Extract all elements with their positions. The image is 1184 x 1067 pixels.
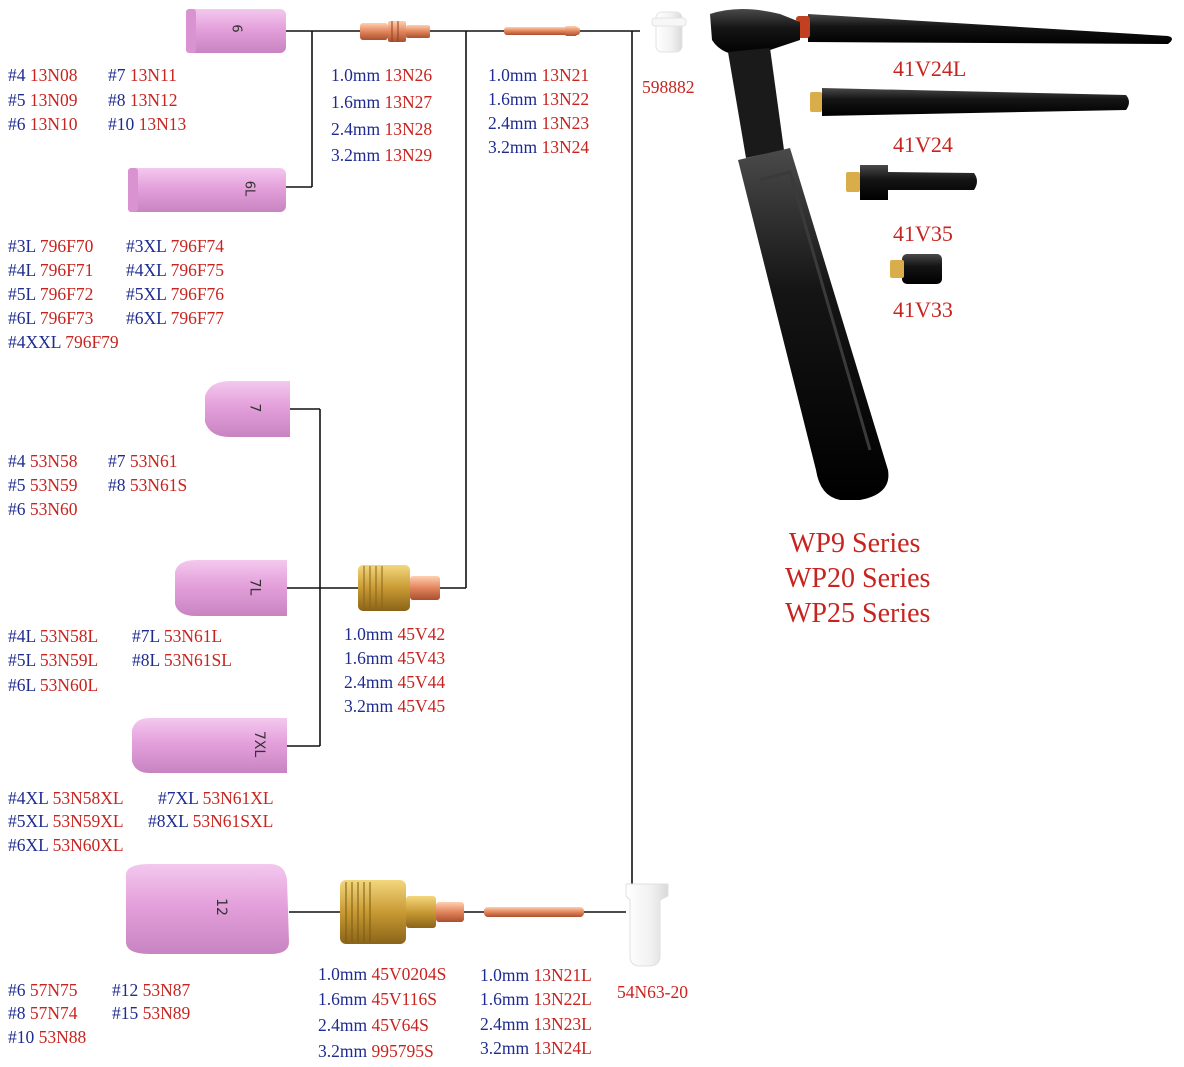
list-item: 1.6mm 13N22 xyxy=(488,89,590,109)
list-item: 1.0mm 45V42 xyxy=(344,624,446,644)
list-item: #6XL 53N60XL xyxy=(8,835,124,855)
nozzle-7L xyxy=(175,560,287,616)
list-item: #8 13N12 xyxy=(108,90,178,110)
list-item: #5L 796F72 xyxy=(8,284,94,304)
list-item: #7 53N61 xyxy=(108,451,178,471)
list-item: 3.2mm 13N24L xyxy=(480,1038,592,1058)
list-item: #3XL 796F74 xyxy=(126,236,225,256)
list-item: #3L 796F70 xyxy=(8,236,94,256)
list-item: #10 53N88 xyxy=(8,1027,87,1047)
list-item: #5 53N59 xyxy=(8,475,78,495)
list-item: 1.0mm 13N26 xyxy=(331,65,433,85)
list-item: 3.2mm 995795S xyxy=(318,1041,434,1061)
list-item: #6 57N75 xyxy=(8,980,78,1000)
nozzle-12 xyxy=(126,864,289,954)
list-item: #4XL 796F75 xyxy=(126,260,225,280)
list-item: 2.4mm 13N23L xyxy=(480,1014,592,1034)
collet-body-small xyxy=(360,21,430,42)
back-cap-41V24 xyxy=(810,88,1129,116)
nozzle-mark-7L: 7L xyxy=(246,578,263,596)
back-cap-41V33-label: 41V33 xyxy=(893,297,953,322)
list-item: 1.0mm 45V0204S xyxy=(318,964,447,984)
back-cap-41V24-label: 41V24 xyxy=(893,132,953,157)
collet-long xyxy=(484,907,584,917)
nozzle-7XL xyxy=(132,718,287,773)
list-item: #8L 53N61SL xyxy=(132,650,232,670)
nozzle-mark-7: 7 xyxy=(246,403,263,413)
insulator-small-code: 598882 xyxy=(642,77,695,97)
list-item: #8XL 53N61SXL xyxy=(148,811,274,831)
list-item: #6 13N10 xyxy=(8,114,78,134)
list-item: #5L 53N59L xyxy=(8,650,99,670)
list-item: 3.2mm 13N29 xyxy=(331,145,433,165)
list-item: #5 13N09 xyxy=(8,90,78,110)
nozzle-mark-6L: 6L xyxy=(241,180,257,197)
back-cap-41V35-label: 41V35 xyxy=(893,221,953,246)
list-item: 1.6mm 45V43 xyxy=(344,648,446,668)
list-item: #4L 53N58L xyxy=(8,626,99,646)
list-item: #7L 53N61L xyxy=(132,626,223,646)
insulator-small xyxy=(651,11,687,53)
list-item: #10 13N13 xyxy=(108,114,187,134)
list-item: #4XL 53N58XL xyxy=(8,788,124,808)
nozzle-mark-12: 12 xyxy=(212,898,229,916)
list-item: #4 13N08 xyxy=(8,65,78,85)
list-item: #7 13N11 xyxy=(108,65,177,85)
back-cap-41V33 xyxy=(890,254,942,284)
list-item: 1.6mm 45V116S xyxy=(318,989,437,1009)
back-cap-41V35 xyxy=(846,165,977,200)
insulator-large-code: 54N63-20 xyxy=(617,982,688,1002)
list-item: #12 53N87 xyxy=(112,980,191,1000)
series-title-wp9: WP9 Series xyxy=(789,528,921,559)
list-item: #6L 53N60L xyxy=(8,675,99,695)
list-item: #5XL 796F76 xyxy=(126,284,225,304)
list-item: #4 53N58 xyxy=(8,451,78,471)
nozzle-6 xyxy=(186,9,286,53)
list-item: #6L 796F73 xyxy=(8,308,94,328)
collet-small xyxy=(504,26,580,36)
list-item: #8 57N74 xyxy=(8,1003,78,1023)
list-item: 1.6mm 13N27 xyxy=(331,92,433,112)
list-item: #7XL 53N61XL xyxy=(158,788,274,808)
nozzle-mark-6: 6 xyxy=(228,24,244,33)
nozzle-6L xyxy=(128,168,286,212)
list-item: #15 53N89 xyxy=(112,1003,191,1023)
back-cap-41V24L-label: 41V24L xyxy=(893,56,967,81)
list-item: #6 53N60 xyxy=(8,499,78,519)
insulator-large xyxy=(625,883,669,967)
list-item: 2.4mm 13N23 xyxy=(488,113,590,133)
list-item: 3.2mm 45V45 xyxy=(344,696,446,716)
torch-body xyxy=(710,9,1172,500)
list-item: #4XXL 796F79 xyxy=(8,332,119,352)
gas-lens-body xyxy=(358,565,440,611)
list-item: 2.4mm 45V64S xyxy=(318,1015,429,1035)
list-item: #6XL 796F77 xyxy=(126,308,225,328)
list-item: 1.0mm 13N21L xyxy=(480,965,592,985)
connector-lines xyxy=(286,30,640,913)
list-item: 2.4mm 45V44 xyxy=(344,672,446,692)
list-item: 3.2mm 13N24 xyxy=(488,137,590,157)
gas-lens-large xyxy=(340,880,464,944)
list-item: #5XL 53N59XL xyxy=(8,811,124,831)
list-item: 1.0mm 13N21 xyxy=(488,65,590,85)
list-item: 1.6mm 13N22L xyxy=(480,989,592,1009)
nozzle-mark-7XL: 7XL xyxy=(251,730,268,758)
series-title-wp25: WP25 Series xyxy=(785,598,931,629)
series-title-wp20: WP20 Series xyxy=(785,563,931,594)
list-item: #8 53N61S xyxy=(108,475,188,495)
nozzle-7 xyxy=(205,381,290,437)
list-item: 2.4mm 13N28 xyxy=(331,119,433,139)
list-item: #4L 796F71 xyxy=(8,260,94,280)
